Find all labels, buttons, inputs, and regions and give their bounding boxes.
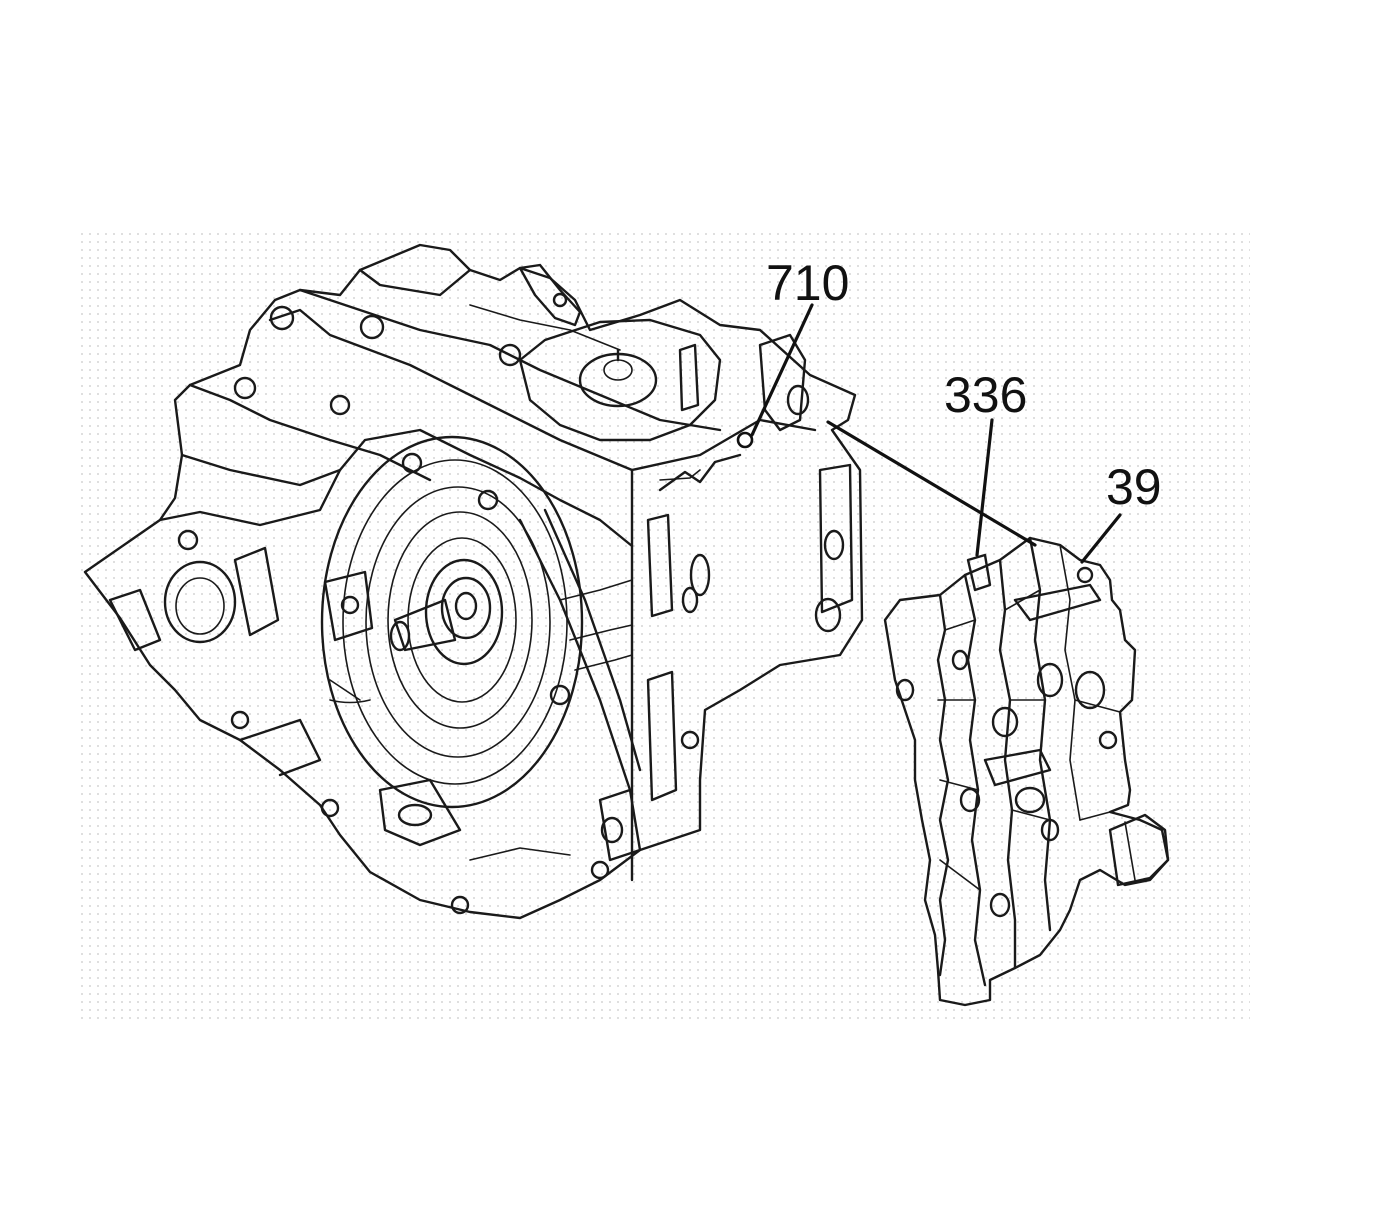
- callout-label-336: 336: [944, 367, 1027, 423]
- alignment-line: [826, 420, 1037, 547]
- transmission-case-drawing: [83, 243, 864, 920]
- leader-end-710: [736, 431, 754, 449]
- callout-label-710: 710: [766, 255, 849, 311]
- control-valve-body-drawing: [883, 536, 1170, 1007]
- leader-line-39: [1080, 513, 1122, 564]
- leader-lines: [736, 303, 1122, 564]
- callout-label-39: 39: [1106, 459, 1162, 515]
- leader-line-710: [750, 303, 814, 437]
- leader-line-336: [975, 418, 994, 557]
